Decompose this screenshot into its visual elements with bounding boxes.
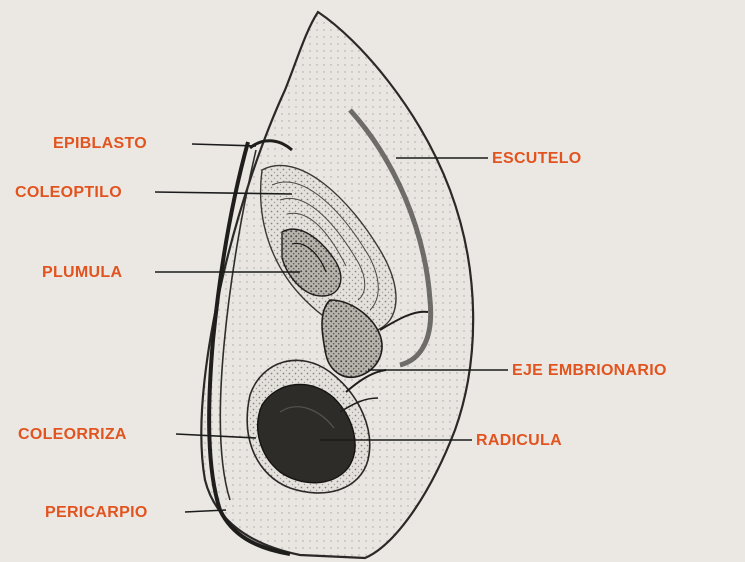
label-pericarpio: PERICARPIO (45, 504, 148, 522)
label-eje-embrionario: EJE EMBRIONARIO (512, 362, 667, 380)
label-epiblasto: EPIBLASTO (53, 135, 147, 153)
label-coleorriza: COLEORRIZA (18, 426, 127, 444)
label-coleoptilo: COLEOPTILO (15, 184, 122, 202)
label-radicula: RADICULA (476, 432, 562, 450)
label-escutelo: ESCUTELO (492, 150, 582, 168)
label-plumula: PLUMULA (42, 264, 122, 282)
